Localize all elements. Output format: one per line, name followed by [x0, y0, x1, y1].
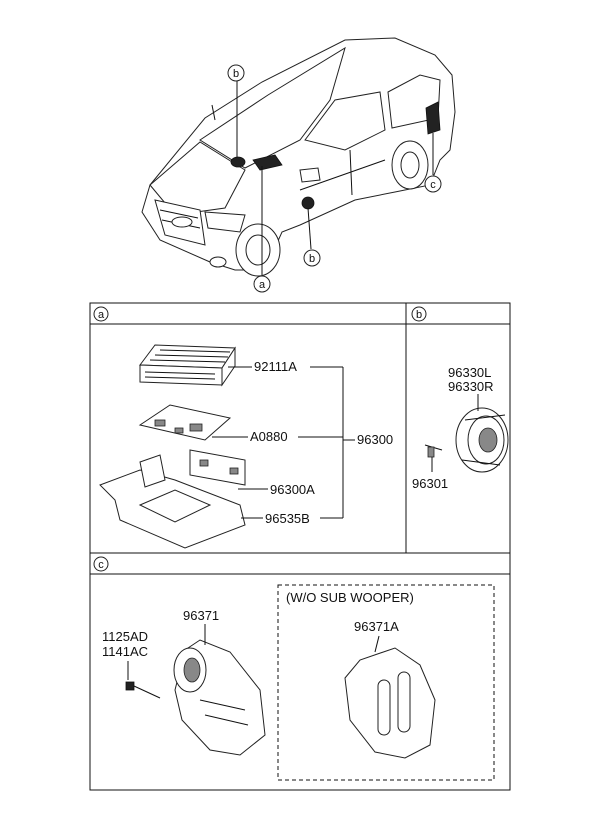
- vehicle-illustration: [141, 37, 456, 277]
- section-b-label: b: [416, 309, 422, 321]
- assembly-label-96300: 96300: [357, 432, 393, 447]
- part-label-96301: 96301: [412, 476, 448, 491]
- part-label-1141AC: 1141AC: [102, 644, 148, 659]
- variant-title: (W/O SUB WOOPER): [286, 590, 414, 605]
- part-label-96535B: 96535B: [265, 511, 310, 526]
- part-label-96371: 96371: [183, 608, 219, 623]
- section-c-label: c: [98, 559, 104, 571]
- variant-box: [277, 584, 495, 781]
- module-board: [138, 404, 232, 441]
- callout-b-top: b: [233, 68, 239, 80]
- part-label-96300A: 96300A: [270, 482, 315, 497]
- part-label-96330R: 96330R: [448, 379, 494, 394]
- callout-c-car: c: [430, 179, 436, 191]
- part-label-A0880: A0880: [250, 429, 288, 444]
- part-label-96371A: 96371A: [354, 619, 399, 634]
- amplifier-unit: [139, 344, 236, 387]
- vehicle-callouts: b a b c: [227, 64, 442, 293]
- bracket-small: [189, 449, 246, 486]
- panel-frames: [89, 302, 511, 791]
- part-label-92111A: 92111A: [254, 359, 297, 374]
- callout-b-car: b: [309, 253, 315, 265]
- speaker-unit: [455, 407, 509, 473]
- part-label-1125AD: 1125AD: [102, 629, 148, 644]
- section-a-label: a: [98, 309, 105, 321]
- speaker-screw: [424, 444, 443, 458]
- callout-a-car: a: [259, 279, 266, 291]
- mounting-tray: [99, 454, 246, 549]
- section-a-leaders: [212, 366, 355, 519]
- woofer-bolt: [125, 681, 161, 699]
- variant-cover: [344, 647, 436, 759]
- woofer-enclosure: [173, 639, 266, 756]
- part-label-96330L: 96330L: [448, 365, 491, 380]
